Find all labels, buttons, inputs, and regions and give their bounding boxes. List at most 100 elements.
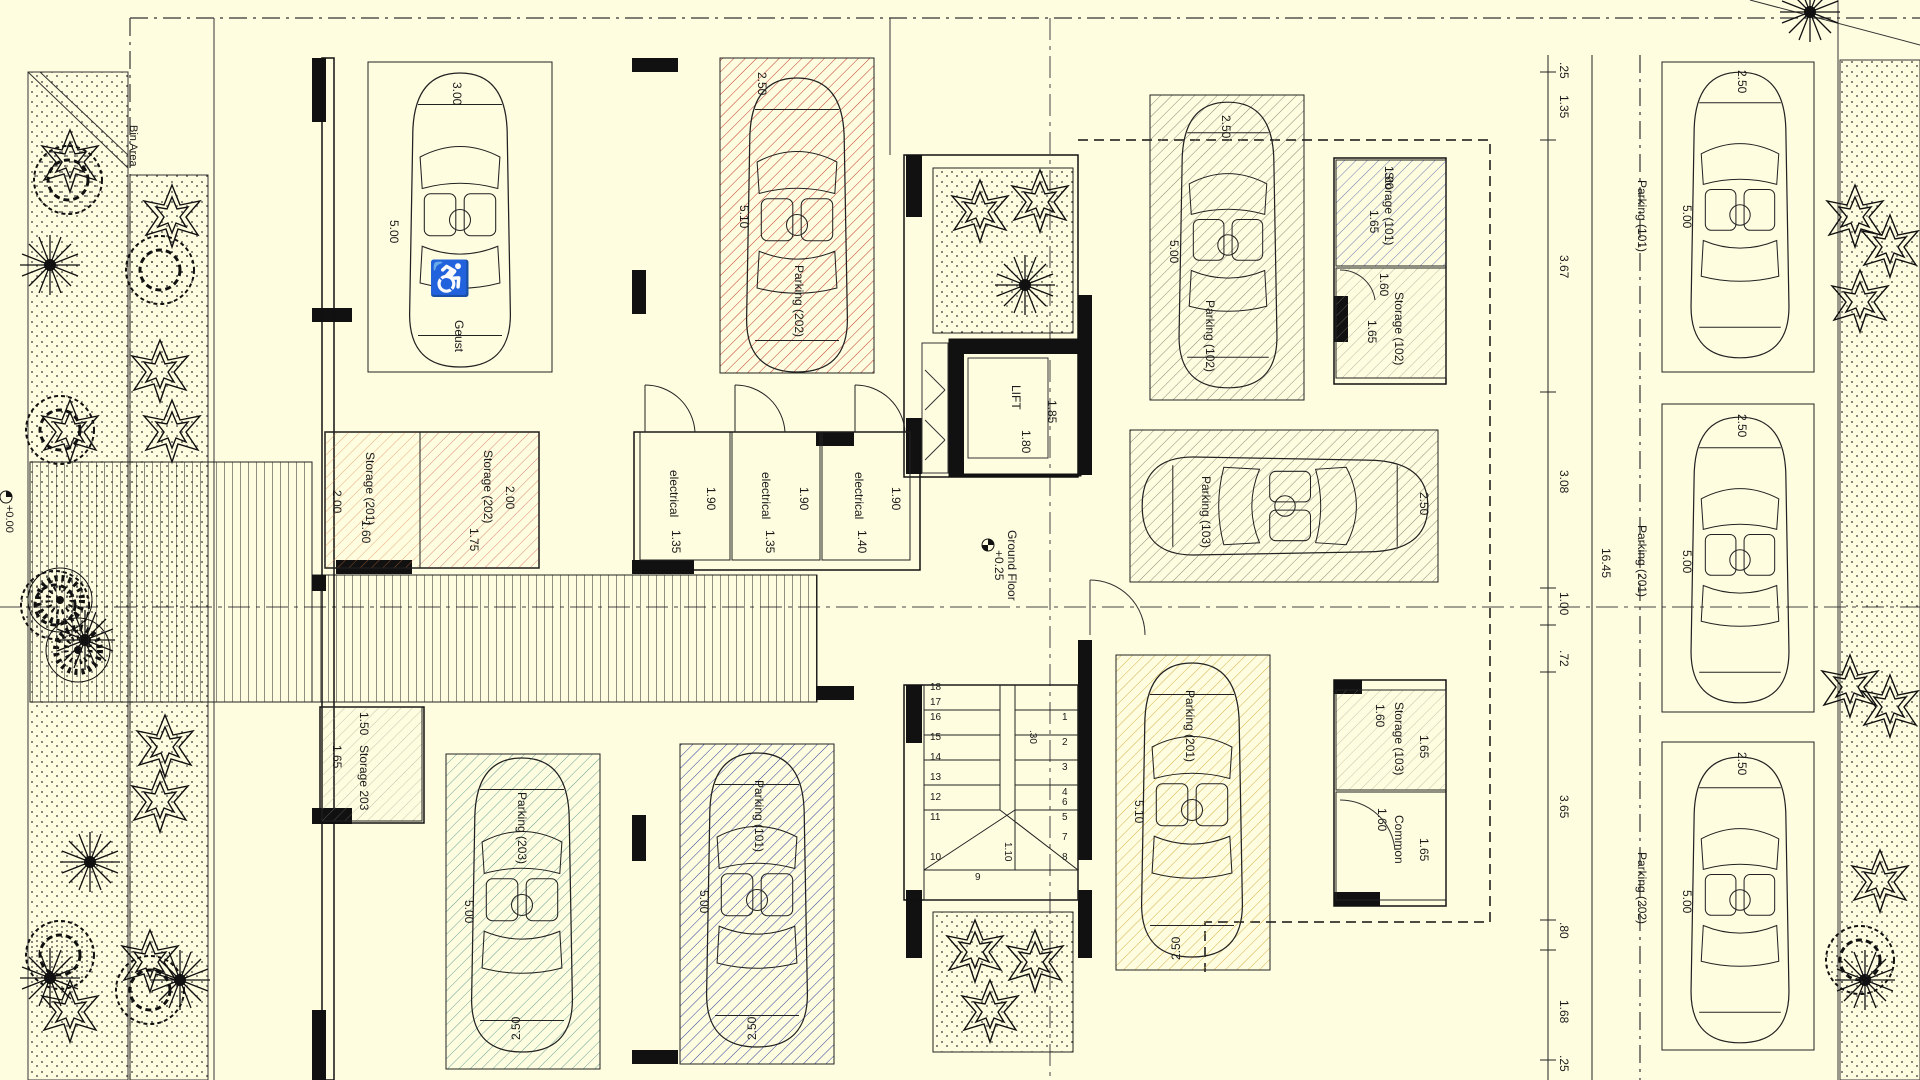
stair-tread: .30 bbox=[1027, 730, 1038, 744]
svg-text:1.65: 1.65 bbox=[1417, 735, 1431, 759]
electrical-1-label: electrical bbox=[667, 470, 681, 517]
ground-floor-marker: Ground Floor +0.25 bbox=[981, 530, 1019, 601]
svg-text:2.00: 2.00 bbox=[330, 490, 344, 514]
svg-text:Parking (202): Parking (202) bbox=[792, 265, 806, 337]
svg-text:Parking (102): Parking (102) bbox=[1203, 300, 1217, 372]
svg-text:5.10: 5.10 bbox=[737, 205, 751, 229]
svg-text:18: 18 bbox=[930, 682, 942, 693]
electrical-1-d: 1.90 bbox=[704, 487, 718, 511]
svg-text:6: 6 bbox=[1062, 797, 1068, 808]
svg-text:1.75: 1.75 bbox=[467, 528, 481, 552]
stair-width: 1.10 bbox=[1002, 842, 1013, 862]
svg-text:5.00: 5.00 bbox=[1167, 240, 1181, 264]
storage-201: Storage (201) 2.00 1.60 bbox=[324, 431, 421, 569]
svg-text:1: 1 bbox=[1062, 712, 1068, 723]
electrical-2-label: electrical bbox=[759, 472, 773, 519]
svg-text:16.45: 16.45 bbox=[1599, 548, 1613, 578]
svg-text:2.50: 2.50 bbox=[745, 1016, 759, 1040]
parking-103: Parking (103) 2.50 bbox=[1129, 429, 1439, 583]
doors bbox=[1089, 269, 1396, 851]
svg-text:5.00: 5.00 bbox=[1680, 205, 1694, 229]
svg-text:4: 4 bbox=[1062, 787, 1068, 798]
svg-text:3.65: 3.65 bbox=[1557, 795, 1571, 819]
svg-text:Storage (102): Storage (102) bbox=[1392, 292, 1406, 365]
svg-text:Storage (103): Storage (103) bbox=[1392, 702, 1406, 775]
svg-text:1.60: 1.60 bbox=[1377, 273, 1391, 297]
svg-text:1.60: 1.60 bbox=[359, 520, 373, 544]
landscape-right bbox=[1749, 0, 1920, 1080]
svg-text:1.80: 1.80 bbox=[1019, 430, 1033, 454]
svg-text:5.00: 5.00 bbox=[1680, 890, 1694, 914]
svg-text:+0.25: +0.25 bbox=[992, 550, 1006, 581]
storage-203: Storage 203 1.50 1.65 bbox=[321, 706, 423, 822]
svg-text:Parking (201): Parking (201) bbox=[1635, 525, 1649, 597]
electrical-rooms bbox=[639, 384, 911, 561]
svg-text:Parking (203): Parking (203) bbox=[515, 792, 529, 864]
svg-text:3.08: 3.08 bbox=[1557, 470, 1571, 494]
svg-text:Ground Floor: Ground Floor bbox=[1005, 530, 1019, 601]
svg-text:Storage (101): Storage (101) bbox=[1382, 172, 1396, 245]
svg-text:5.00: 5.00 bbox=[462, 900, 476, 924]
parking-203: Parking (203) 2.50 5.00 bbox=[445, 753, 601, 1070]
svg-text:1.65: 1.65 bbox=[1417, 838, 1431, 862]
svg-text:5.00: 5.00 bbox=[697, 890, 711, 914]
svg-text:2.50: 2.50 bbox=[1735, 70, 1749, 94]
storage-202: Storage (202) 2.00 1.75 bbox=[419, 431, 540, 569]
svg-text:.25: .25 bbox=[1557, 62, 1571, 79]
svg-text:3: 3 bbox=[1062, 762, 1068, 773]
svg-text:2.50: 2.50 bbox=[755, 72, 769, 96]
site-level-marker: +0.00 bbox=[0, 490, 15, 533]
svg-text:LIFT: LIFT bbox=[1009, 385, 1023, 410]
svg-text:1.60: 1.60 bbox=[1373, 704, 1387, 728]
svg-text:3.67: 3.67 bbox=[1557, 255, 1571, 279]
svg-text:1.00: 1.00 bbox=[1557, 592, 1571, 616]
svg-text:2.50: 2.50 bbox=[1735, 752, 1749, 776]
svg-text:2.50: 2.50 bbox=[1735, 414, 1749, 438]
svg-text:Parking (101): Parking (101) bbox=[1635, 180, 1649, 252]
parking-201-right: Parking (201) 2.50 5.00 bbox=[1635, 403, 1815, 713]
svg-text:3.00: 3.00 bbox=[450, 82, 464, 106]
svg-text:13: 13 bbox=[930, 772, 942, 783]
svg-text:2.50: 2.50 bbox=[1169, 936, 1183, 960]
walkway bbox=[29, 461, 818, 703]
parking-102: Parking (102) 2.50 5.00 bbox=[1149, 94, 1305, 401]
parking-202-right: Parking (202) 2.50 5.00 bbox=[1635, 741, 1815, 1051]
parking-202-left: Parking (202) 2.50 5.10 bbox=[719, 57, 875, 374]
parking-201-mid: Parking (201) 2.50 5.10 bbox=[1115, 654, 1271, 971]
svg-text:1.35: 1.35 bbox=[1557, 95, 1571, 119]
planter-bottom bbox=[932, 911, 1074, 1053]
svg-text:Storage (201): Storage (201) bbox=[363, 452, 377, 525]
svg-text:1.65: 1.65 bbox=[330, 745, 344, 769]
electrical-3-w: 1.40 bbox=[855, 530, 869, 554]
svg-text:16: 16 bbox=[930, 712, 942, 723]
svg-text:♿: ♿ bbox=[429, 259, 471, 298]
electrical-3-d: 1.90 bbox=[889, 487, 903, 511]
dimension-chain bbox=[1540, 55, 1593, 1080]
common-room: Common 1.60 1.65 bbox=[1335, 791, 1447, 901]
svg-text:8: 8 bbox=[1062, 852, 1068, 863]
electrical-3-label: electrical bbox=[852, 472, 866, 519]
dimension-labels: .25 1.35 3.67 3.08 1.00 .72 3.65 .80 1.6… bbox=[1557, 62, 1613, 1072]
svg-text:2.50: 2.50 bbox=[509, 1016, 523, 1040]
svg-text:5.00: 5.00 bbox=[1680, 550, 1694, 574]
storage-101: Storage (101) 1.60 1.65 bbox=[1335, 159, 1447, 267]
parking-101-right: Parking (101) 2.50 5.00 bbox=[1635, 61, 1815, 373]
svg-text:2: 2 bbox=[1062, 737, 1068, 748]
svg-text:Storage 203: Storage 203 bbox=[357, 745, 371, 811]
electrical-2-d: 1.90 bbox=[797, 487, 811, 511]
stairs bbox=[923, 684, 1079, 901]
svg-text:5.10: 5.10 bbox=[1132, 800, 1146, 824]
svg-text:17: 17 bbox=[930, 697, 942, 708]
svg-text:Parking (202): Parking (202) bbox=[1635, 852, 1649, 924]
stair-numbers: 1 2 3 4 5 6 7 8 9 10 11 12 13 14 15 16 1… bbox=[930, 682, 1068, 883]
parking-101-left: Parking (101) 2.50 5.00 bbox=[679, 743, 835, 1065]
svg-text:14: 14 bbox=[930, 752, 942, 763]
svg-text:10: 10 bbox=[930, 852, 942, 863]
svg-text:2.00: 2.00 bbox=[503, 486, 517, 510]
bin-area-label: Bin Area bbox=[127, 125, 139, 167]
svg-text:+0.00: +0.00 bbox=[3, 505, 15, 533]
parking-guest: Geust 3.00 5.00 ♿ bbox=[367, 61, 553, 373]
svg-text:7: 7 bbox=[1062, 832, 1068, 843]
svg-text:5.00: 5.00 bbox=[387, 220, 401, 244]
